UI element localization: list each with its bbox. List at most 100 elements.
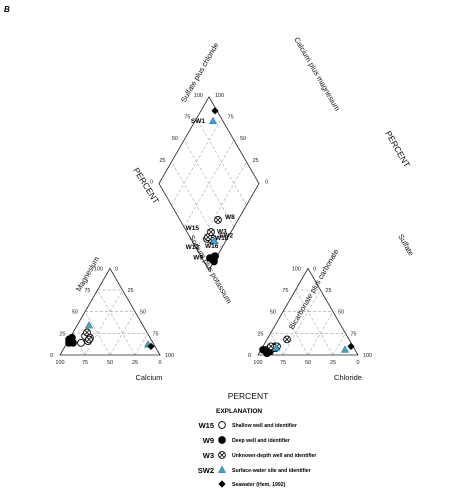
anion-left-tick: 0 [248,353,251,359]
point-label-sw2: SW2 [219,233,233,240]
cation-right-tick: 25 [128,288,134,294]
cation-triangle-frame [59,267,161,356]
percent-label-right: PERCENT [383,129,412,169]
cation-right-tick: 100 [165,353,174,359]
percent-label-left: PERCENT [131,166,161,206]
diamond-left-tick: 75 [184,115,190,121]
anion-triangle-gridline [282,289,321,356]
cation-left-tick: 0 [50,353,53,359]
cation-triangle-gridline [84,311,111,356]
marker-w12-cation [77,339,85,347]
legend-id-unknown: W3 [203,451,214,460]
anion-left-tick: 50 [270,310,276,316]
legend-text-surface: Surface-water site and identifier [232,468,311,474]
cation-triangle-gridline [97,289,136,356]
cation-bottom-axis-label: Calcium [135,373,162,382]
anion-right-tick: 100 [363,353,372,359]
point-label-w9: W9 [193,254,203,261]
cation-left-tick: 50 [72,310,78,316]
cation-right-tick: 75 [153,331,159,337]
point-label-w12: W12 [186,244,200,251]
marker-sw2-cation [84,321,94,329]
marker-sw2-anion [271,343,281,351]
cation-left-tick: 25 [59,331,65,337]
anion-bottom-tick: 25 [330,360,336,366]
legend-id-shallow: W15 [199,421,214,430]
legend-marker-unknown [218,451,226,459]
point-label-w3: W3 [217,229,227,236]
diamond-right-tick: 25 [253,158,259,164]
cation-bottom-tick: 75 [82,360,88,366]
anion-triangle-gridline [332,333,346,356]
legend-marker-deep [218,436,226,444]
diamond-left-tick: 100 [194,93,203,99]
anion-bottom-tick: 75 [280,360,286,366]
percent-label-bottom: PERCENT [228,391,269,401]
marker-sw1-anion [340,345,350,353]
cation-triangle-gridline [134,333,148,356]
diamond-right-tick: 100 [215,93,224,99]
anion-triangle-frame [257,267,359,356]
point-label-w18: W18 [215,235,229,242]
anion-bottom-axis-label: Chloride [334,373,362,382]
marker-seawater-15-anion [347,342,355,350]
data-points [65,107,355,358]
diamond-gridline [183,140,235,227]
anion-right-tick: 50 [338,310,344,316]
anion-left-tick: 100 [292,266,301,272]
marker-deep-8-cation [65,339,73,347]
anion-right-tick: 25 [326,288,332,294]
point-label-sw1: SW1 [191,118,205,125]
cation-left-tick: 75 [84,288,90,294]
point-label-w16: W16 [205,243,219,250]
marker-w8-anion [283,335,291,344]
anion-triangle-gridline [307,311,334,356]
legend-marker-surface [217,465,227,473]
legend-id-surface: SW2 [198,466,214,475]
panel-label: B [4,5,10,14]
cation-bottom-tick: 50 [107,360,113,366]
diamond-right-tick: 75 [228,115,234,121]
anion-bottom-tick: 100 [253,360,262,366]
diamond-gridline [171,118,222,206]
marker-unknown-12-diamond [207,228,215,236]
anion-right-tick: 75 [351,331,357,337]
cation-right-tick: 0 [115,266,118,272]
anion-triangle-gridline [282,311,309,356]
diamond-gridline [196,118,247,206]
cation-bottom-tick: 100 [55,360,64,366]
marker-sw2-diamond [209,236,219,244]
anion-left-tick: 75 [282,288,288,294]
diamond-frame [158,96,260,271]
diamond-right-tick: 0 [265,180,268,186]
legend-id-deep: W9 [203,436,214,445]
anion-right-tick: 0 [313,266,316,272]
cation-triangle-gridline [84,289,123,356]
diamond-left-tick: 0 [150,180,153,186]
legend-title: EXPLANATION [216,408,262,415]
cation-bottom-tick: 25 [132,360,138,366]
cation-right-tick: 50 [140,310,146,316]
cation-left-tick: 100 [94,266,103,272]
anion-left-axis-label: Bicarbonate plus carbonate [287,247,340,331]
anion-bottom-tick: 0 [356,360,359,366]
cation-bottom-tick: 0 [158,360,161,366]
anion-bottom-tick: 50 [305,360,311,366]
diamond-left-tick: 25 [159,158,165,164]
plot-frames [59,96,359,356]
diamond-right-tick: 50 [240,136,246,142]
legend-marker-shallow [218,421,226,429]
point-label-w15: W15 [186,225,200,232]
marker-seawater-15-cation [147,342,155,350]
legend-text-seawater: Seawater (Hem, 1992) [232,482,286,488]
marker-w8-diamond [214,216,222,224]
marker-deep-8-diamond [211,252,219,261]
diamond-upper-right-axis-label: Calcium plus magnesium [292,36,342,113]
anion-right-axis-label: Sulfate [396,233,415,258]
cation-triangle-gridline [109,311,136,356]
legend-marker-seawater [218,480,226,488]
